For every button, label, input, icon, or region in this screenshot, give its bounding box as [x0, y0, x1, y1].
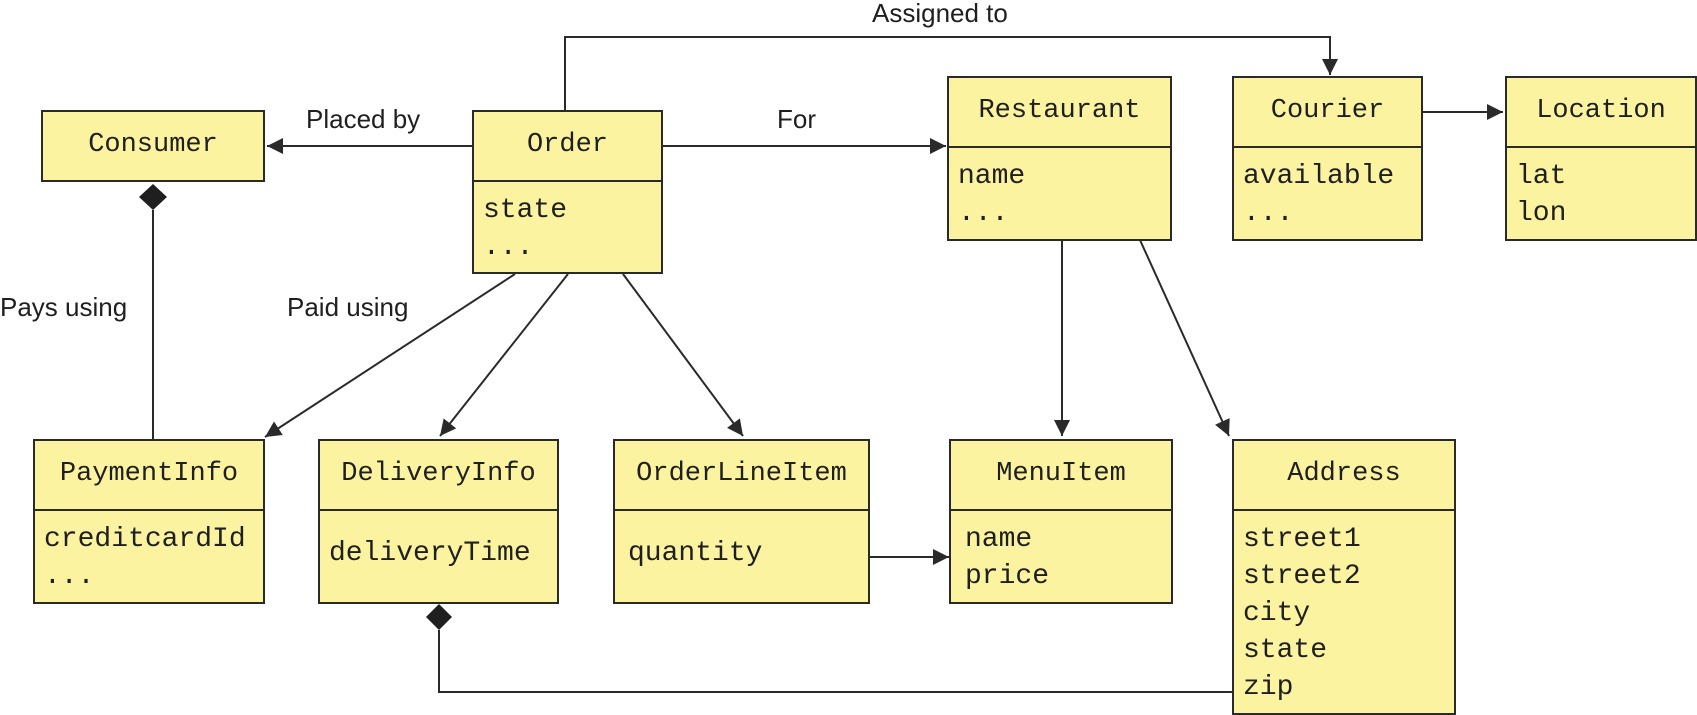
edge-restaurant-address: [1139, 239, 1230, 437]
edge-deliveryinfo-address: [438, 630, 1233, 693]
edge-order-paymentinfo: [264, 273, 516, 438]
label-pays-using: Pays using: [0, 292, 128, 322]
entity-attributes: available ...: [1234, 148, 1421, 232]
entity-title: Consumer: [88, 130, 218, 160]
attribute: state: [1243, 635, 1328, 666]
edge-order-deliveryinfo: [439, 273, 569, 437]
entity-title: Address: [1234, 441, 1454, 511]
entity-paymentinfo: PaymentInfo creditcardId ...: [33, 439, 265, 604]
entity-title: OrderLineItem: [615, 441, 868, 511]
entity-title: Courier: [1234, 78, 1421, 148]
composition-diamond-deliveryinfo: [426, 604, 452, 630]
attribute: creditcardId: [44, 524, 246, 555]
entity-title: PaymentInfo: [35, 441, 263, 511]
attribute: street2: [1243, 561, 1361, 592]
entity-orderlineitem: OrderLineItem quantity: [613, 439, 870, 604]
attribute: price: [965, 561, 1050, 592]
attribute: name: [958, 161, 1026, 192]
attribute: state: [483, 195, 568, 226]
attribute: deliveryTime: [329, 538, 531, 569]
attribute: city: [1243, 598, 1311, 629]
attribute: quantity: [628, 538, 763, 569]
attribute: ...: [958, 198, 1009, 229]
entity-order: Order state ...: [472, 110, 663, 274]
entity-consumer: Consumer: [41, 110, 265, 182]
entity-attributes: quantity: [615, 511, 868, 572]
attribute: street1: [1243, 524, 1361, 555]
edge-order-orderlineitem: [622, 273, 744, 437]
entity-attributes: deliveryTime: [320, 511, 557, 572]
entity-menuitem: MenuItem name price: [949, 439, 1173, 604]
attribute: zip: [1243, 672, 1294, 703]
attribute: lat: [1516, 161, 1567, 192]
attribute: lon: [1516, 198, 1567, 229]
entity-title: Order: [474, 112, 661, 182]
entity-attributes: name price: [951, 511, 1171, 595]
attribute: ...: [1243, 198, 1294, 229]
entity-title: Restaurant: [949, 78, 1170, 148]
attribute: ...: [44, 561, 95, 592]
composition-diamond-consumer: [139, 184, 167, 210]
entity-courier: Courier available ...: [1232, 76, 1423, 241]
attribute: ...: [483, 232, 534, 263]
entity-attributes: street1 street2 city state zip: [1234, 511, 1454, 706]
entity-attributes: creditcardId ...: [35, 511, 263, 595]
entity-deliveryinfo: DeliveryInfo deliveryTime: [318, 439, 559, 604]
entity-attributes: state ...: [474, 182, 661, 266]
attribute: available: [1243, 161, 1395, 192]
edge-order-courier: [564, 36, 1338, 110]
entity-attributes: name ...: [949, 148, 1170, 232]
entity-title: DeliveryInfo: [320, 441, 557, 511]
label-paid-using: Paid using: [287, 292, 409, 322]
attribute: name: [965, 524, 1033, 555]
label-assigned-to: Assigned to: [872, 0, 1008, 28]
entity-title: MenuItem: [951, 441, 1171, 511]
label-for: For: [777, 104, 816, 134]
entity-address: Address street1 street2 city state zip: [1232, 439, 1456, 715]
label-placed-by: Placed by: [306, 104, 421, 134]
entity-title: Location: [1507, 78, 1695, 148]
entity-attributes: lat lon: [1507, 148, 1695, 232]
entity-location: Location lat lon: [1505, 76, 1697, 241]
entity-restaurant: Restaurant name ...: [947, 76, 1172, 241]
